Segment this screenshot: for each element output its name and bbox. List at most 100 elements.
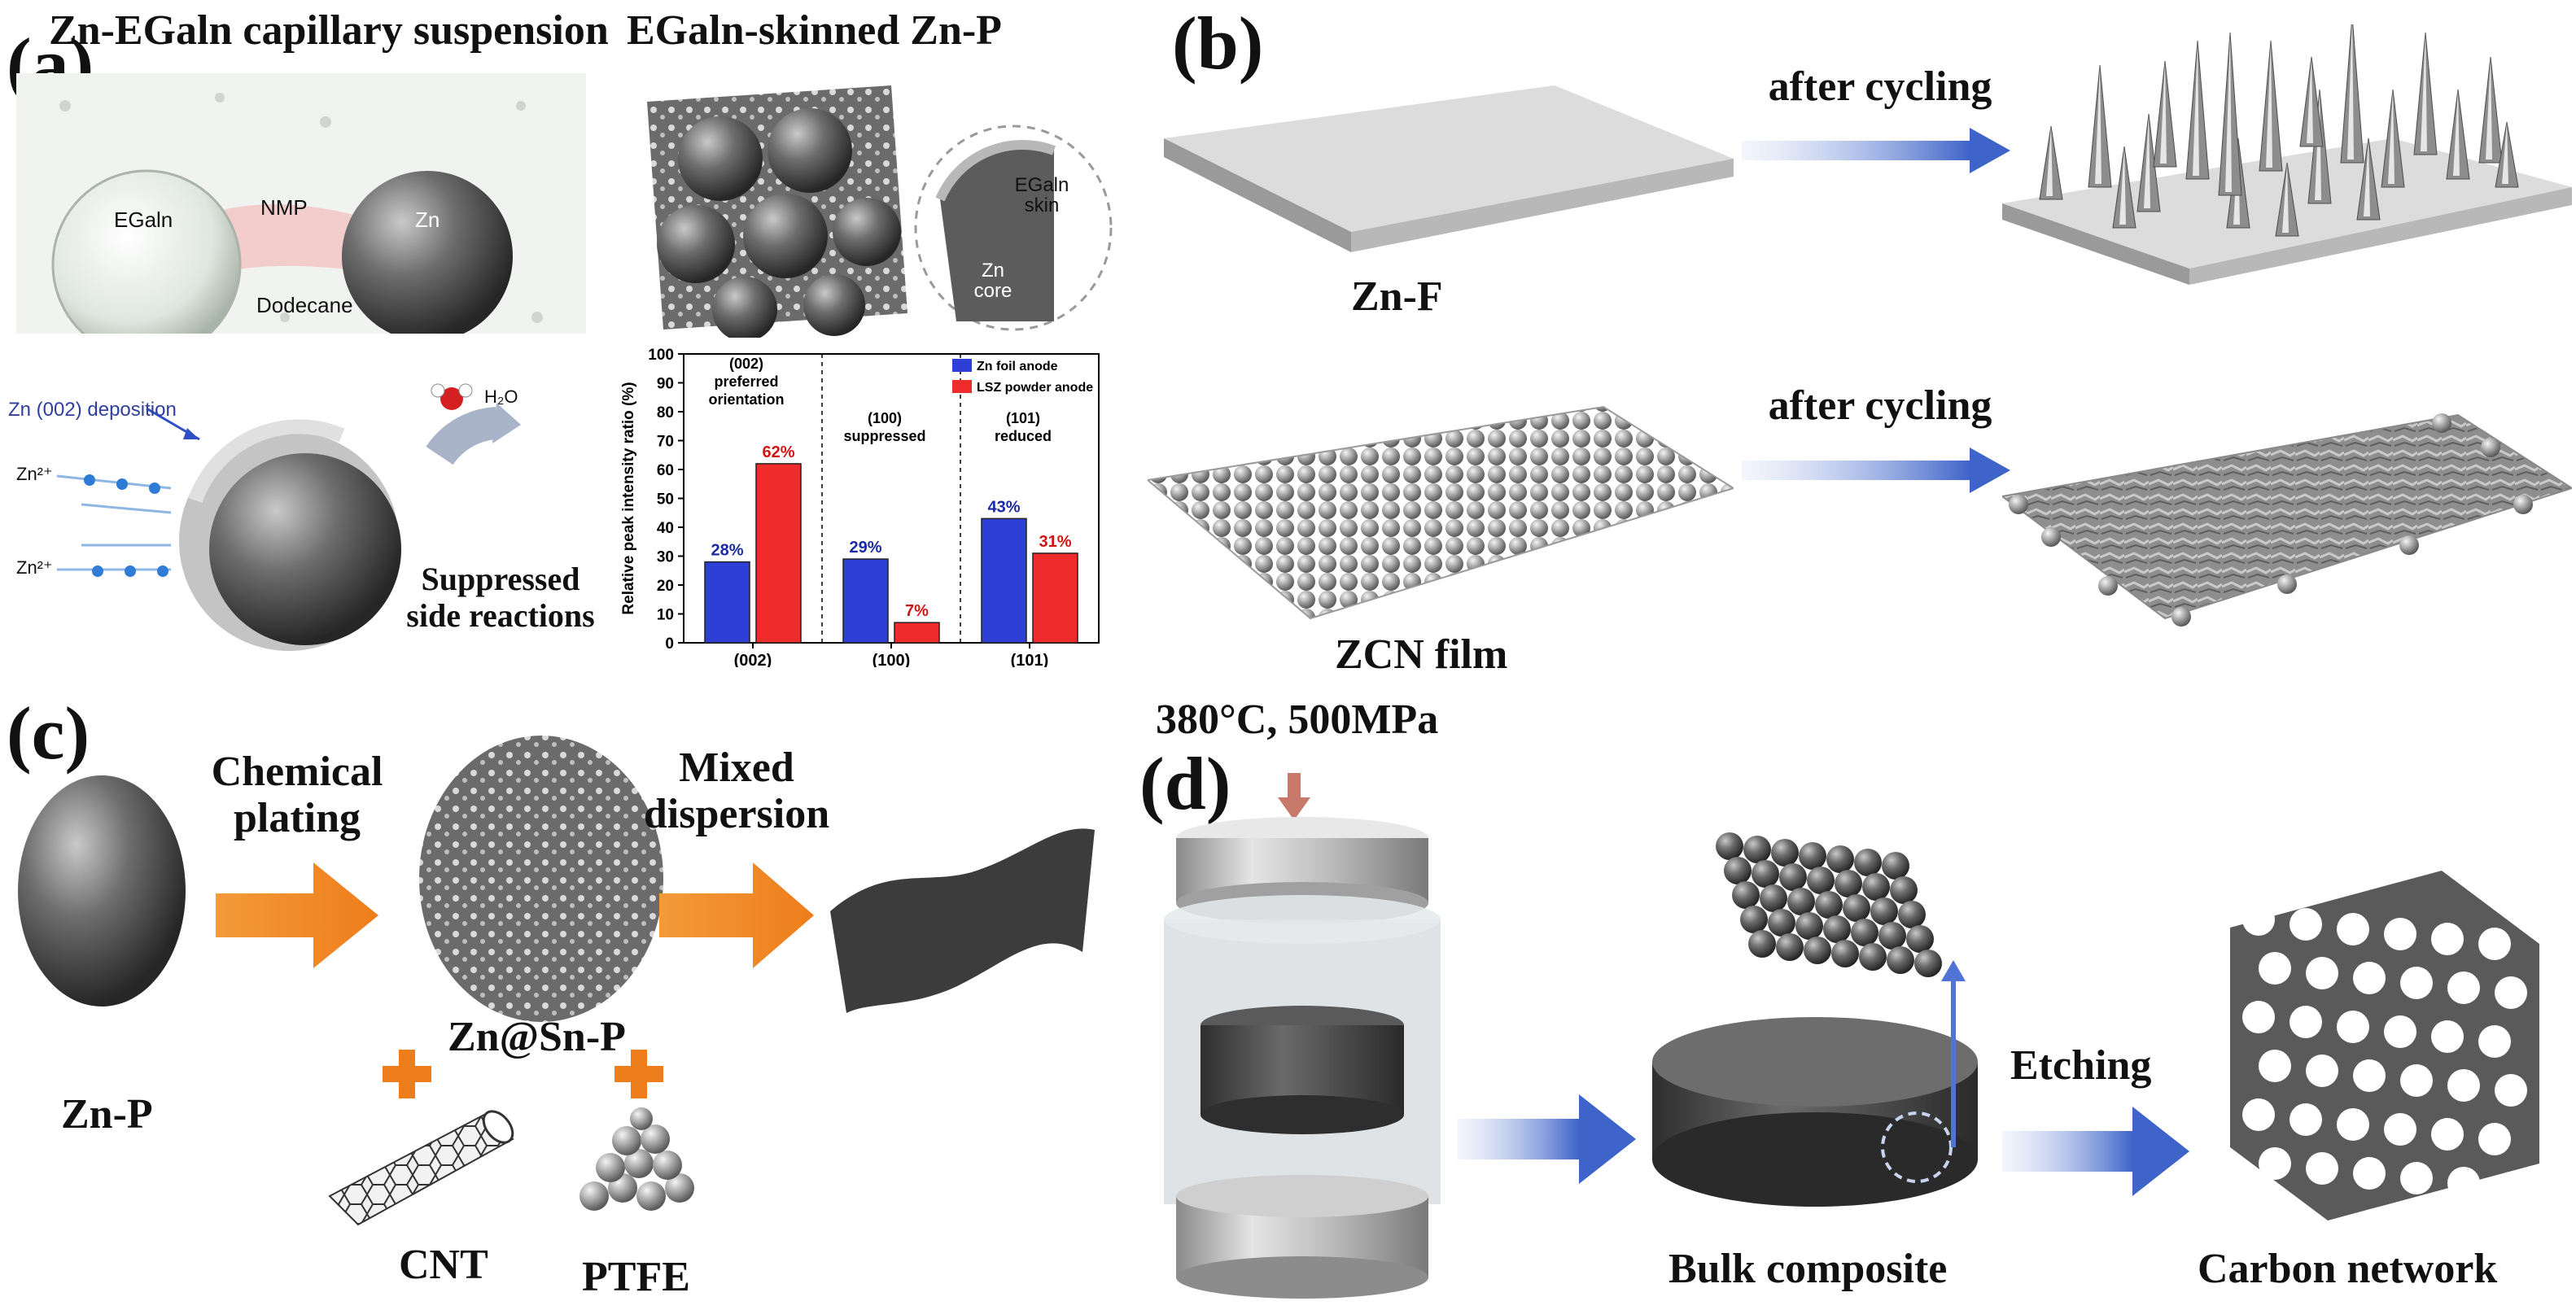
cluster-sphere (1760, 884, 1787, 912)
water-label: H₂O (484, 386, 518, 407)
capillary-suspension-illustration: EGaln NMP Zn Dodecane (16, 73, 586, 360)
chemical-plating-line1: Chemical (211, 749, 383, 795)
group-annotation-line: orientation (709, 391, 785, 408)
panel-b-label: (b) (1172, 2, 1264, 85)
network-pore (2447, 1069, 2480, 1102)
cluster-sphere (1799, 842, 1826, 870)
group-annotation-line: preferred (714, 373, 778, 390)
bar-zn-foil (842, 558, 889, 644)
cluster-sphere (1887, 946, 1914, 974)
suppressed-line1: Suppressed (421, 561, 580, 597)
after-cycling-arrow-1 (1742, 126, 2010, 175)
network-pore (2384, 1113, 2416, 1146)
network-pore (2495, 1172, 2527, 1204)
zn-particle-label: Zn (415, 207, 440, 232)
zn-core-label: Zn core (973, 260, 1012, 303)
carbon-network-illustration (2198, 854, 2556, 1229)
network-pore (2242, 903, 2275, 936)
zn-dendrite-plate (2002, 15, 2572, 301)
y-tick-label: 70 (657, 434, 674, 451)
panel-d-label: (d) (1139, 742, 1231, 825)
bar-zn-foil (981, 517, 1027, 644)
network-pore (2384, 1015, 2416, 1048)
cluster-sphere (1890, 876, 1918, 904)
etching-label: Etching (2010, 1042, 2152, 1089)
network-pore (2495, 976, 2527, 1009)
after-cycling-label-1: after cycling (1768, 63, 1992, 110)
legend-swatch (952, 359, 972, 372)
zn-sn-p-caption: Zn@Sn-P (448, 1014, 626, 1060)
cluster-sphere (1882, 852, 1909, 880)
network-pore (2290, 1103, 2322, 1136)
bar-lsz-powder (755, 463, 802, 644)
cluster-sphere (1835, 870, 1862, 897)
legend-swatch (952, 380, 972, 393)
etching-arrow (2002, 1107, 2189, 1196)
cluster-sphere (1795, 912, 1823, 940)
chemical-plating-label: Chemical plating (187, 749, 407, 841)
zn002-deposition-illustration: Zn (002) deposition Zn²⁺ Zn²⁺ H₂O Suppre… (0, 358, 602, 651)
y-tick-label: 60 (657, 462, 674, 479)
network-pore (2400, 967, 2433, 999)
network-pore (2306, 1152, 2338, 1185)
carbon-network-caption: Carbon network (2198, 1246, 2498, 1292)
cluster-sphere (1771, 839, 1799, 867)
bar-value-label: 31% (1039, 533, 1071, 551)
cluster-sphere (1851, 919, 1878, 946)
network-pore (2400, 1064, 2433, 1097)
network-pore (2306, 1055, 2338, 1087)
cluster-sphere (1724, 857, 1752, 884)
dendrite-spike-highlight (2364, 138, 2370, 216)
y-axis-label: Relative peak intensity ratio (%) (620, 382, 637, 614)
network-pore (2400, 1162, 2433, 1194)
cluster-sphere (1906, 925, 1934, 953)
zn002-deposition-label: Zn (002) deposition (8, 399, 177, 421)
dendrite-spike-highlight (2347, 16, 2354, 159)
y-tick-label: 40 (657, 520, 674, 537)
bar-value-label: 43% (987, 498, 1020, 516)
cluster-sphere (1823, 915, 1851, 943)
panel-a-title-left: Zn-EGaln capillary suspension (49, 7, 609, 54)
bulk-composite-caption: Bulk composite (1668, 1246, 1948, 1292)
egain-droplet-label: EGaln (114, 207, 173, 232)
network-pore (2259, 952, 2291, 985)
network-pore (2478, 928, 2511, 960)
zn-ion-label-1: Zn²⁺ (16, 464, 53, 484)
dendrite-spike-highlight (2266, 41, 2272, 168)
plus-icon-1 (378, 1046, 435, 1103)
mixed-dispersion-label: Mixed dispersion (643, 745, 830, 837)
dendrite-spike-highlight (2046, 126, 2053, 196)
network-pore (2353, 962, 2386, 994)
cluster-sphere (1914, 950, 1942, 977)
network-pore (2447, 972, 2480, 1004)
dodecane-label: Dodecane (256, 293, 353, 317)
x-tick-label: (101) (1011, 652, 1049, 667)
dendrite-spike-highlight (2144, 114, 2150, 208)
dendrite-spike-highlight (2307, 57, 2313, 143)
cluster-sphere (1859, 943, 1887, 971)
network-pore (2353, 1157, 2386, 1190)
after-cycling-arrow-2 (1742, 446, 2010, 495)
cluster-sphere (1878, 922, 1906, 950)
network-pore (2353, 1059, 2386, 1092)
cluster-sphere (1787, 888, 1815, 915)
chemical-plating-line2: plating (233, 795, 361, 842)
bar-value-label: 28% (711, 542, 743, 560)
panel-a-title-right: EGaln-skinned Zn-P (627, 7, 1002, 54)
bulk-composite-disc (1648, 1017, 1982, 1212)
dendrite-spike-highlight (2486, 57, 2492, 159)
cluster-sphere (1748, 930, 1776, 958)
network-pore (2447, 1167, 2480, 1199)
particle-cluster (1705, 814, 1949, 985)
suppressed-line2: side reactions (406, 596, 595, 634)
y-tick-label: 90 (657, 376, 674, 393)
network-pore (2242, 1001, 2275, 1033)
cluster-sphere (1716, 832, 1743, 860)
network-pore (2478, 1025, 2511, 1058)
zn-p-caption: Zn-P (61, 1091, 153, 1138)
network-pore (2259, 1147, 2291, 1180)
zn-p-particle (16, 773, 187, 1009)
cluster-sphere (1831, 940, 1859, 967)
egain-skin-label: EGaln skin (1014, 174, 1069, 217)
